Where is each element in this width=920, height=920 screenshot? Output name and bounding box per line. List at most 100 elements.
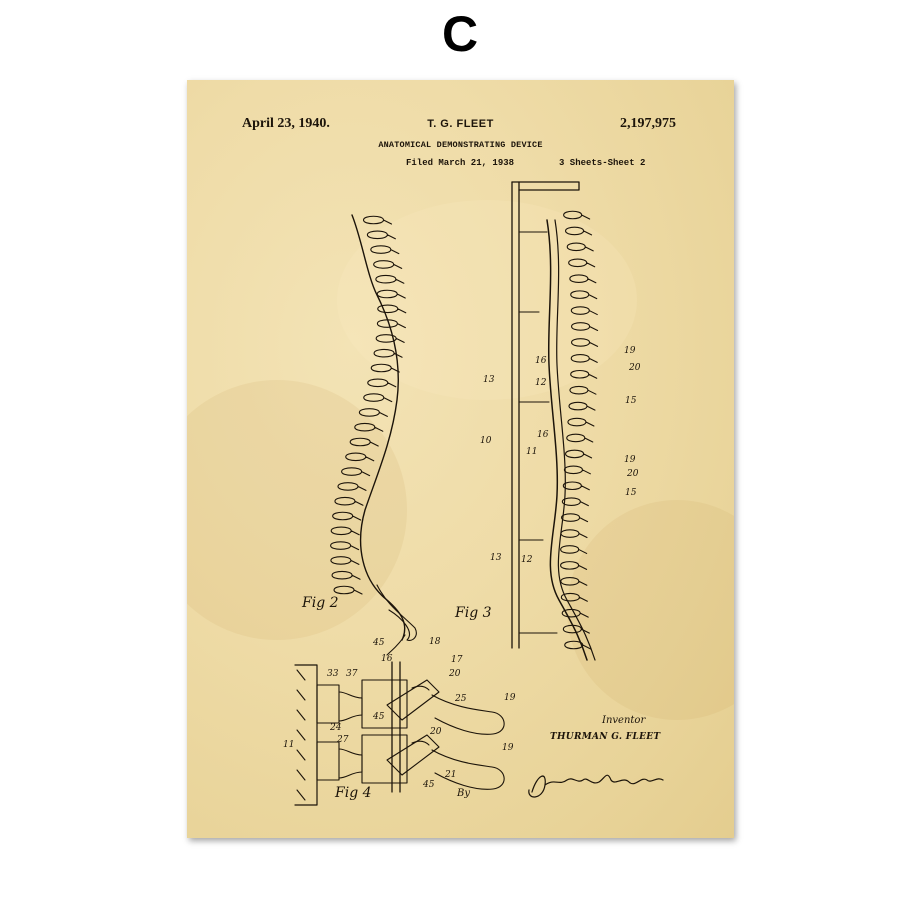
- inventor-name: THURMAN G. FLEET: [550, 732, 661, 742]
- vertebra: [569, 385, 597, 395]
- vertebra: [562, 624, 590, 634]
- patent-sheet-count: 3 Sheets-Sheet 2: [559, 158, 646, 168]
- fig4-rod: [391, 661, 401, 793]
- vertebra: [571, 322, 599, 332]
- fig4-clamp-upper: [316, 684, 340, 724]
- vertebra: [373, 260, 403, 269]
- vertebra: [570, 369, 598, 379]
- fig2-sacrum: [376, 584, 417, 641]
- vertebra: [568, 258, 596, 268]
- vertebra: [560, 576, 588, 586]
- vertebra: [373, 348, 403, 358]
- patent-title: ANATOMICAL DEMONSTRATING DEVICE: [378, 140, 543, 150]
- vertebra: [566, 433, 594, 443]
- reference-numeral: 19: [624, 346, 636, 356]
- vertebra: [564, 226, 593, 236]
- patent-date: April 23, 1940.: [242, 116, 330, 131]
- by-label: By: [457, 788, 470, 799]
- fig4-block-lower: [361, 734, 408, 784]
- reference-numeral: 45: [373, 638, 385, 648]
- vertebra: [570, 306, 598, 316]
- reference-numeral: 20: [627, 469, 639, 479]
- reference-numeral: 19: [624, 455, 636, 465]
- vertebra: [563, 465, 591, 475]
- reference-numeral: 16: [537, 430, 549, 440]
- patent-drawing: [294, 181, 664, 806]
- fig2-coccyx: [386, 634, 406, 656]
- vertebra: [370, 363, 400, 373]
- patent-poster: April 23, 1940. T. G. FLEET 2,197,975 AN…: [187, 80, 734, 838]
- reference-numeral: 17: [451, 655, 463, 665]
- fig2-vertebrae: [330, 215, 407, 595]
- reference-numeral: 11: [526, 447, 538, 457]
- variant-letter: C: [441, 6, 479, 62]
- reference-numeral: 20: [449, 669, 461, 679]
- patent-inventor-header: T. G. FLEET: [427, 118, 494, 130]
- fig3-stand-post: [511, 181, 520, 649]
- reference-numeral: 20: [430, 727, 442, 737]
- fig2-spine-axis: [351, 214, 406, 641]
- vertebra: [345, 452, 375, 462]
- reference-numeral: 11: [283, 740, 295, 750]
- reference-numeral: 25: [455, 694, 467, 704]
- reference-numeral: 12: [535, 378, 547, 388]
- fig4-joint-lines: [411, 685, 430, 746]
- vertebra: [341, 467, 371, 477]
- fig3-rod-inner: [554, 219, 596, 661]
- reference-numeral: 37: [346, 669, 358, 679]
- vertebra: [333, 585, 363, 595]
- fig4-process-lower: [431, 749, 505, 790]
- vertebra: [560, 592, 588, 602]
- reference-numeral: 15: [625, 396, 637, 406]
- vertebra: [376, 319, 406, 329]
- fig3-vertebrae: [560, 210, 599, 650]
- vertebra: [367, 378, 397, 388]
- reference-numeral: 27: [337, 735, 349, 745]
- reference-numeral: 15: [625, 488, 637, 498]
- vertebra: [563, 210, 591, 220]
- fig4-label: Fig 4: [335, 785, 372, 801]
- paper-stain: [567, 500, 734, 720]
- vertebra: [571, 338, 599, 347]
- vertebra: [331, 570, 361, 580]
- reference-numeral: 18: [429, 637, 441, 647]
- fig3-stand-arms: [518, 231, 558, 634]
- vertebra: [366, 230, 396, 240]
- fig4-clamp-lower: [316, 741, 340, 781]
- vertebra: [358, 408, 388, 417]
- fig4-vertebra-lower: [386, 734, 440, 776]
- vertebra: [560, 545, 588, 554]
- reference-numeral: 24: [330, 723, 342, 733]
- vertebra: [363, 393, 393, 403]
- vertebra: [337, 482, 367, 491]
- fig3-stand-top: [511, 181, 580, 191]
- vertebra: [562, 481, 590, 491]
- inventor-label: Inventor: [602, 715, 646, 726]
- reference-numeral: 21: [445, 770, 457, 780]
- patent-number: 2,197,975: [620, 116, 676, 131]
- reference-numeral: 16: [535, 356, 547, 366]
- inventor-signature: [528, 774, 664, 798]
- vertebra: [376, 289, 406, 299]
- fig4-collar-upper: [338, 691, 363, 722]
- vertebra: [569, 274, 597, 284]
- reference-numeral: 12: [521, 555, 533, 565]
- vertebra: [561, 513, 589, 523]
- vertebra: [560, 561, 588, 570]
- vertebra: [330, 556, 360, 565]
- fig3-label: Fig 3: [455, 605, 492, 621]
- vertebra: [330, 541, 360, 551]
- vertebra: [334, 496, 364, 506]
- vertebra: [330, 526, 360, 536]
- vertebra: [570, 354, 598, 363]
- reference-numeral: 13: [490, 553, 502, 563]
- fig4-base-hatching: [296, 669, 306, 801]
- fig3-rod: [546, 219, 588, 661]
- reference-numeral: 45: [373, 712, 385, 722]
- fig4-block-upper: [361, 679, 408, 729]
- vertebra: [375, 334, 405, 343]
- vertebra: [362, 215, 393, 225]
- reference-numeral: 13: [483, 375, 495, 385]
- fig2-label: Fig 2: [302, 595, 339, 611]
- reference-numeral: 33: [327, 669, 339, 679]
